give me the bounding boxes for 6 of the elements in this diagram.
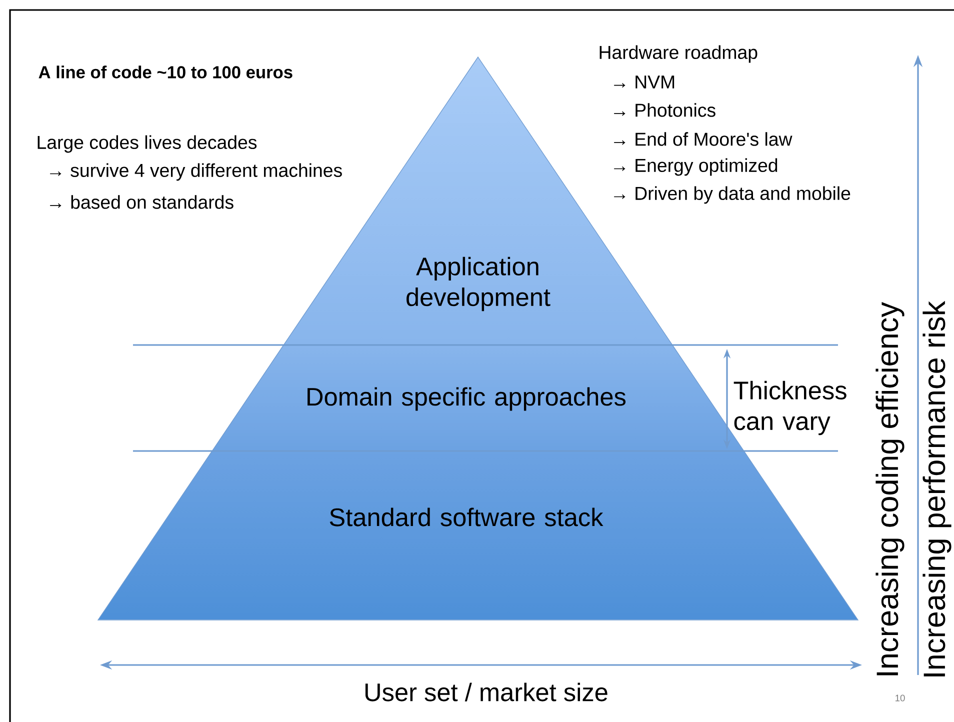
axis-label: Increasing performance risk <box>922 300 952 676</box>
text-label: → NVM <box>614 76 674 88</box>
text-label: Large codes lives decades <box>38 135 257 153</box>
axis-label: User set / market size <box>365 682 608 702</box>
page-number: 10 <box>896 694 905 702</box>
text-label: → based on standards <box>50 195 234 209</box>
